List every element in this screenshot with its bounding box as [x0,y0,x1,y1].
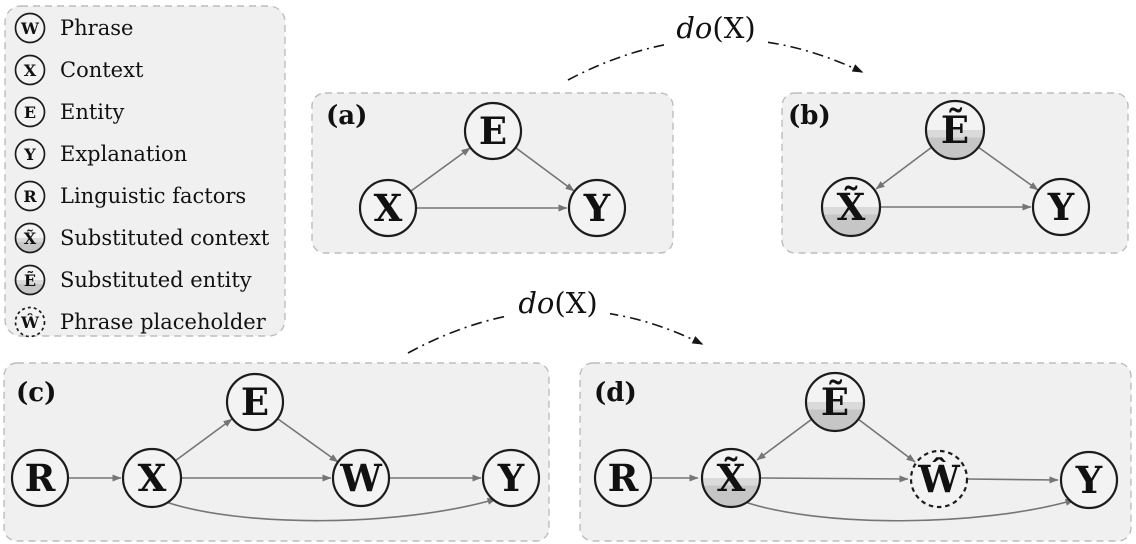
node-c-W [331,448,391,508]
legend-item-substituted-context: X̃ Substituted context [14,222,270,254]
edge-d-E-X [756,418,813,461]
node-d-Y [1059,450,1119,510]
node-a-X-label: X [374,186,403,230]
edge-d-X-W [760,475,909,483]
do-label-mask-bottom [506,280,610,322]
node-b-E-label: Ẽ [941,107,969,152]
node-d-W-label: Ŵ [917,457,960,501]
legend-item-entity: E Entity [14,96,124,128]
legend-box [4,5,286,337]
node-d-X [700,447,762,509]
node-b-E [924,99,986,161]
legend-panel: W Phrase X Context E Entity Y Explanatio… [4,5,286,338]
node-c-E [225,372,285,432]
node-d-R-label: R [608,456,639,500]
legend-label: Context [60,58,144,82]
edge-d-E-W [857,418,916,463]
node-c-E-label: E [241,380,269,424]
substituted-context-node-icon [14,222,46,254]
node-d-R [593,448,653,508]
phrase-node-icon [14,12,46,44]
panel-a-label: (a) [326,101,367,131]
legend-item-context: X Context [14,54,144,86]
do-text: do [676,11,712,45]
do-arg-text: (X) [712,11,755,45]
edge-c-X-E [174,418,233,462]
phrase-placeholder-node-icon [14,306,46,338]
legend-item-linguistic-factors: R Linguistic factors [14,180,246,212]
node-a-Y-label: Y [583,186,611,230]
intervention-bottom: do(X) [407,280,704,354]
node-d-E [804,371,866,433]
node-c-R [10,448,70,508]
edge-c-E-W [277,418,339,463]
node-c-Y [481,448,541,508]
legend-label: Phrase [60,16,133,40]
edge-b-E-Y [977,146,1039,191]
edge-b-E-X [875,146,933,190]
legend-symbol: X̃ [24,229,37,248]
edge-d-X-Y-curved [741,498,1075,522]
legend-item-explanation: Y Explanation [14,138,187,170]
panel-d-label: (d) [594,378,637,408]
panel-b-label: (b) [788,101,831,131]
context-node-icon [14,54,46,86]
entity-node-icon [14,96,46,128]
intervention-top: do(X) [567,4,864,81]
node-d-Y-label: Y [1075,458,1103,502]
node-a-E [463,101,523,161]
substituted-entity-node-icon [14,264,46,296]
edge-a-X-E [410,147,471,192]
legend-label: Linguistic factors [60,184,246,208]
node-c-W-label: W [339,456,382,500]
panel-a: (a) E X Y [311,92,674,254]
legend-symbol: Ẽ [24,269,36,290]
linguistic-factors-node-icon [14,180,46,212]
edge-a-E-Y [515,147,575,192]
legend-item-phrase-placeholder: Ŵ Phrase placeholder [14,306,267,338]
legend-label: Substituted entity [60,268,252,292]
legend-symbol: X [24,61,37,80]
node-a-Y [567,178,627,238]
panel-c-label: (c) [16,378,56,408]
node-a-X [358,178,418,238]
legend-label: Explanation [60,142,187,166]
do-x-label-top: do(X) [676,11,755,45]
explanation-node-icon [14,138,46,170]
legend-item-phrase: W Phrase [14,12,133,44]
edge-d-W-Y [966,476,1059,484]
panel-d: (d) R X̃ Ẽ Ŵ Y [579,362,1132,542]
legend-symbol: Y [23,145,36,164]
legend-label: Phrase placeholder [60,310,267,334]
node-d-E-label: Ẽ [821,379,849,424]
node-b-Y [1031,177,1091,237]
node-a-E-label: E [479,109,507,153]
node-c-R-label: R [25,456,56,500]
legend-symbol: W [20,19,40,38]
panel-c: (c) R X E W Y [3,362,550,542]
legend-label: Entity [60,100,124,124]
do-text: do [518,286,554,320]
panel-b: (b) Ẽ X̃ Y [781,92,1129,254]
node-b-X [820,176,882,238]
edge-c-X-Y-curved [162,498,497,522]
legend-symbol: R [23,187,37,206]
node-d-X-label: X̃ [717,456,746,500]
node-b-X-label: X̃ [837,185,866,229]
node-d-W [909,449,969,509]
node-c-X-label: X [138,456,167,500]
legend-symbol: E [24,103,36,122]
do-x-label-bottom: do(X) [518,286,597,320]
node-b-Y-label: Y [1047,185,1075,229]
legend-symbol: Ŵ [20,312,40,332]
legend-item-substituted-entity: Ẽ Substituted entity [14,264,252,296]
node-c-Y-label: Y [497,456,525,500]
do-label-mask-top [664,4,768,46]
node-c-X [121,447,183,509]
do-arg-text: (X) [554,286,597,320]
legend-label: Substituted context [60,226,270,250]
